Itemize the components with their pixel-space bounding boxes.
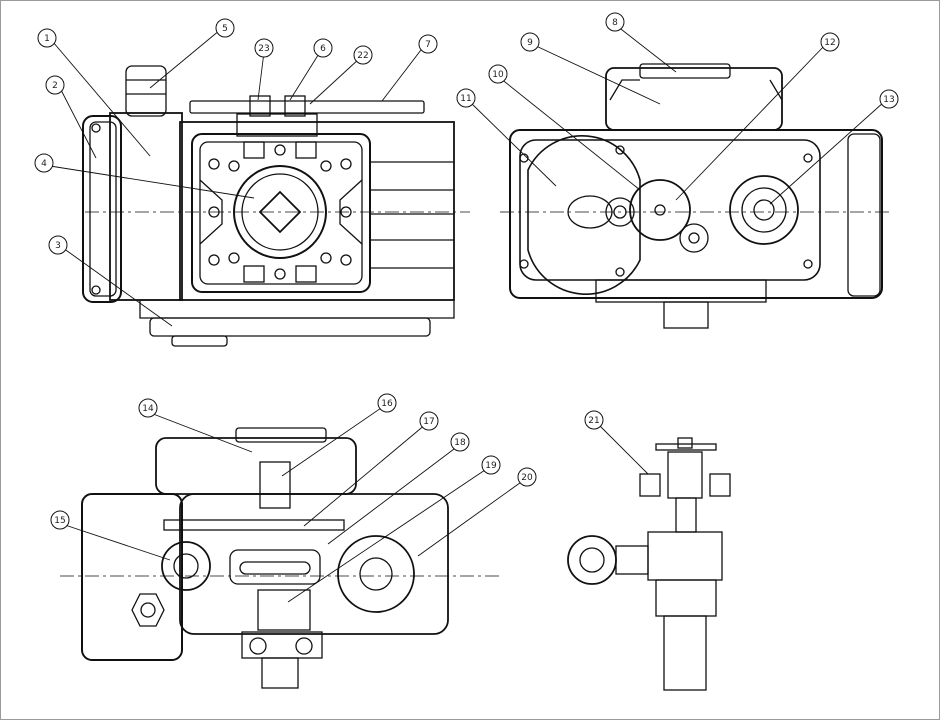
internal-view (500, 63, 890, 329)
callout-number: 22 (357, 51, 368, 61)
callout-bubbles (34, 12, 899, 530)
callout-number: 4 (41, 159, 47, 169)
callout-14 (138, 398, 158, 418)
callout-1 (37, 28, 57, 48)
callout-7 (418, 34, 438, 54)
callout-leaders (49, 25, 885, 603)
callout-19 (481, 455, 501, 475)
callout-number: 12 (824, 38, 835, 48)
callout-number: 19 (485, 461, 497, 471)
callout-number: 10 (492, 70, 504, 80)
callout-6 (313, 38, 333, 58)
callout-5 (215, 18, 235, 38)
callout-20 (517, 467, 537, 487)
callout-11 (456, 88, 476, 108)
callout-number: 2 (52, 81, 58, 91)
callout-numbers: 1 2 3 4 5 6 7 8 9 10 11 12 13 14 15 16 1… (41, 18, 895, 526)
callout-number: 7 (425, 40, 431, 50)
callout-3 (48, 235, 68, 255)
callout-12 (820, 32, 840, 52)
callout-18 (450, 432, 470, 452)
front-view (82, 65, 470, 347)
callout-number: 6 (320, 44, 326, 54)
callout-number: 5 (222, 24, 228, 34)
side-section-view (60, 427, 500, 689)
callout-number: 14 (142, 404, 154, 414)
callout-number: 8 (612, 18, 618, 28)
callout-number: 18 (454, 438, 466, 448)
callout-number: 9 (527, 38, 533, 48)
callout-number: 17 (423, 417, 434, 427)
callout-number: 20 (521, 473, 533, 483)
callout-number: 1 (44, 34, 50, 44)
shaft-detail-view (567, 437, 731, 691)
callout-10 (488, 64, 508, 84)
callout-number: 13 (883, 95, 894, 105)
callout-15 (50, 510, 70, 530)
callout-8 (605, 12, 625, 32)
callout-21 (584, 410, 604, 430)
callout-2 (45, 75, 65, 95)
callout-number: 16 (381, 399, 393, 409)
callout-number: 21 (588, 416, 599, 426)
callout-22 (353, 45, 373, 65)
callout-23 (254, 38, 274, 58)
callout-17 (419, 411, 439, 431)
callout-9 (520, 32, 540, 52)
callout-number: 15 (54, 516, 65, 526)
callout-4 (34, 153, 54, 173)
callout-13 (879, 89, 899, 109)
callout-number: 3 (55, 241, 61, 251)
callout-number: 23 (258, 44, 269, 54)
callout-number: 11 (460, 94, 471, 104)
callout-16 (377, 393, 397, 413)
